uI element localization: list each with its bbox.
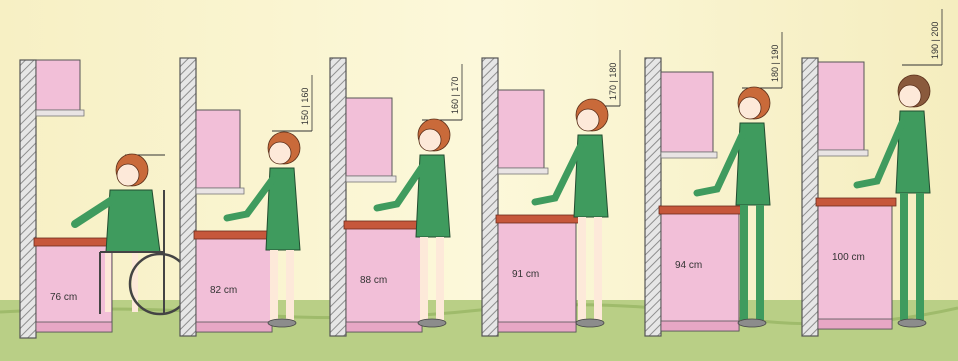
counter-base [818,205,892,329]
upper-cabinet [661,72,713,152]
wall [802,58,818,336]
shoes [268,319,296,327]
shoes [576,319,604,327]
counter-top [344,221,426,229]
cabinet-shelf [818,150,868,156]
cabinet-shelf [196,188,244,194]
counter-top [34,238,116,246]
face [117,164,139,186]
shoes [898,319,926,327]
counter-top [659,206,743,214]
shoes [418,319,446,327]
counter-plinth [661,321,739,331]
wall [330,58,346,336]
counter-height-label: 82 cm [210,285,237,296]
counter-plinth [818,319,892,329]
upper-cabinet [346,98,392,176]
face [899,85,921,107]
person-height-label: 160 | 170 [450,77,460,114]
face [739,97,761,119]
person-height-label: 190 | 200 [930,22,940,59]
cabinet-shelf [661,152,717,158]
counter-plinth [196,322,272,332]
upper-cabinet [36,60,80,110]
counter-top [816,198,896,206]
counter-height-label: 91 cm [512,269,539,280]
counter-top [496,215,580,223]
counter-plinth [498,322,576,332]
cabinet-shelf [36,110,84,116]
face [577,109,599,131]
counter-height-label: 88 cm [360,275,387,286]
counter-top [194,231,276,239]
wall [180,58,196,336]
counter-plinth [36,322,112,332]
cabinet-shelf [498,168,548,174]
counter-height-label: 94 cm [675,260,702,271]
counter-height-label: 100 cm [832,252,865,263]
upper-cabinet [818,62,864,150]
counter-height-label: 76 cm [50,292,77,303]
wall [645,58,661,336]
wall [482,58,498,336]
cabinet-shelf [346,176,396,182]
shoes [738,319,766,327]
upper-cabinet [196,110,240,188]
person-height-label: 170 | 180 [608,63,618,100]
face [269,142,291,164]
person-height-label: 180 | 190 [770,45,780,82]
counter-plinth [346,322,422,332]
counter-base [661,213,739,331]
face [419,129,441,151]
person-height-label: 150 | 160 [300,88,310,125]
wall [20,60,36,338]
upper-cabinet [498,90,544,168]
